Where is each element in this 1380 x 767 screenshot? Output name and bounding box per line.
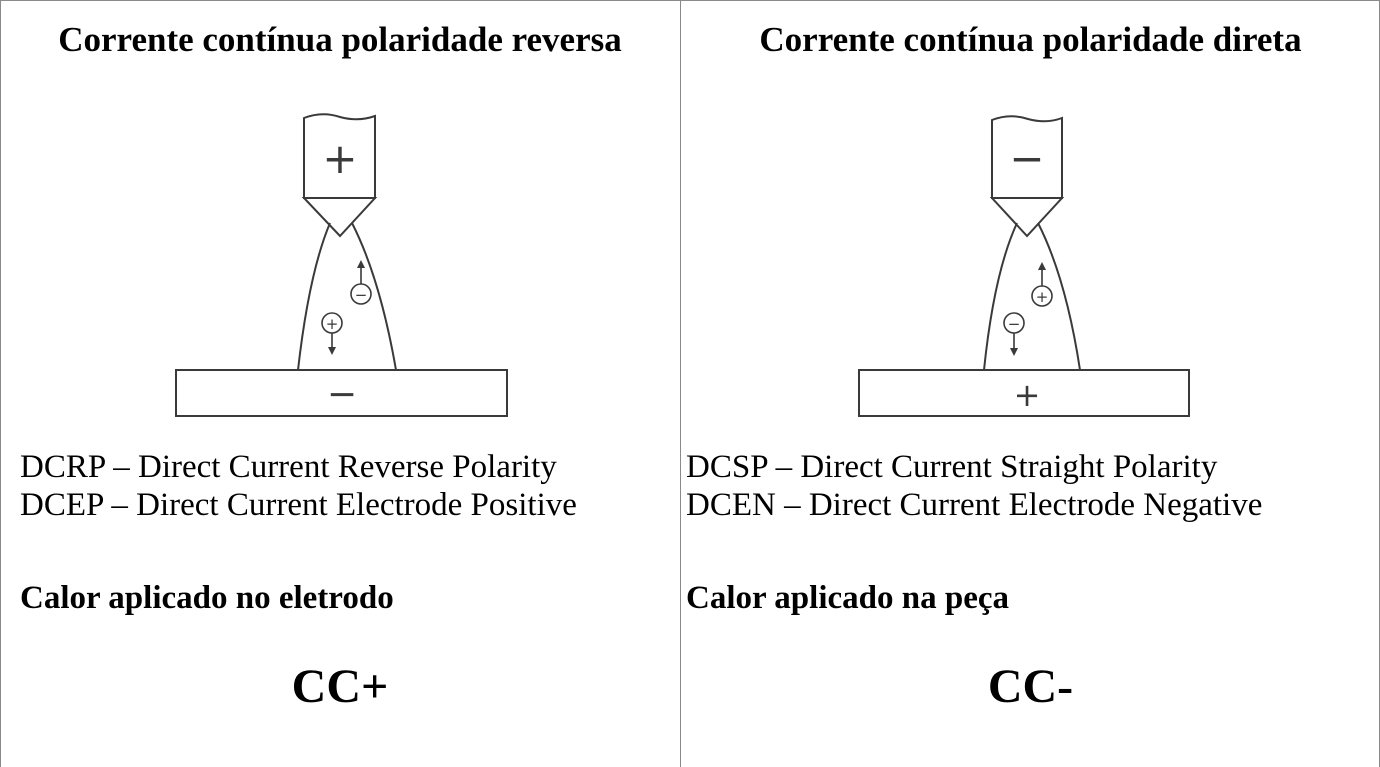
- arrow-up-head: [1038, 262, 1046, 270]
- polarity-code: CC-: [987, 660, 1074, 713]
- welding-arc-diagram: + − − +: [172, 108, 512, 423]
- panel-title: Corrente contínua polaridade direta: [759, 20, 1302, 59]
- electrode-body: [303, 113, 376, 199]
- arrow-up-head: [357, 260, 365, 268]
- particle-down-sign: −: [1008, 315, 1021, 333]
- workpiece: [175, 369, 508, 417]
- column-divider: [680, 0, 681, 767]
- electrode-sign-label: +: [322, 134, 357, 183]
- arc-plasma: [297, 222, 397, 371]
- polarity-code: CC+: [291, 660, 389, 713]
- electrode-tip: [989, 197, 1065, 238]
- heat-statement: Calor aplicado no eletrodo: [20, 580, 394, 616]
- arrow-down-head: [1010, 348, 1018, 356]
- particle-down-sign: +: [326, 315, 339, 333]
- description-line-1: DCRP – Direct Current Reverse Polarity: [20, 449, 557, 485]
- electrode-tip: [301, 197, 378, 238]
- description-line-2: DCEN – Direct Current Electrode Negative: [686, 487, 1263, 523]
- particle-up-sign: −: [355, 286, 368, 304]
- panel-reverse-polarity: Corrente contínua polaridade reversa + −…: [0, 0, 680, 767]
- workpiece: [858, 369, 1190, 417]
- panel-straight-polarity: Corrente contínua polaridade direta − + …: [681, 0, 1380, 767]
- particle-up-sign: +: [1036, 288, 1049, 306]
- arc-plasma: [983, 222, 1081, 371]
- description-line-2: DCEP – Direct Current Electrode Positive: [20, 487, 577, 523]
- heat-statement: Calor aplicado na peça: [686, 580, 1009, 616]
- electrode-sign-label: −: [1009, 134, 1044, 183]
- description-line-1: DCSP – Direct Current Straight Polarity: [686, 449, 1218, 485]
- welding-arc-diagram: − + + −: [854, 108, 1194, 423]
- workpiece-sign-label: −: [327, 374, 357, 415]
- workpiece-sign-label: +: [1014, 376, 1041, 414]
- electrode-body: [991, 115, 1063, 199]
- panel-title: Corrente contínua polaridade reversa: [58, 20, 622, 59]
- arrow-down-head: [328, 347, 336, 355]
